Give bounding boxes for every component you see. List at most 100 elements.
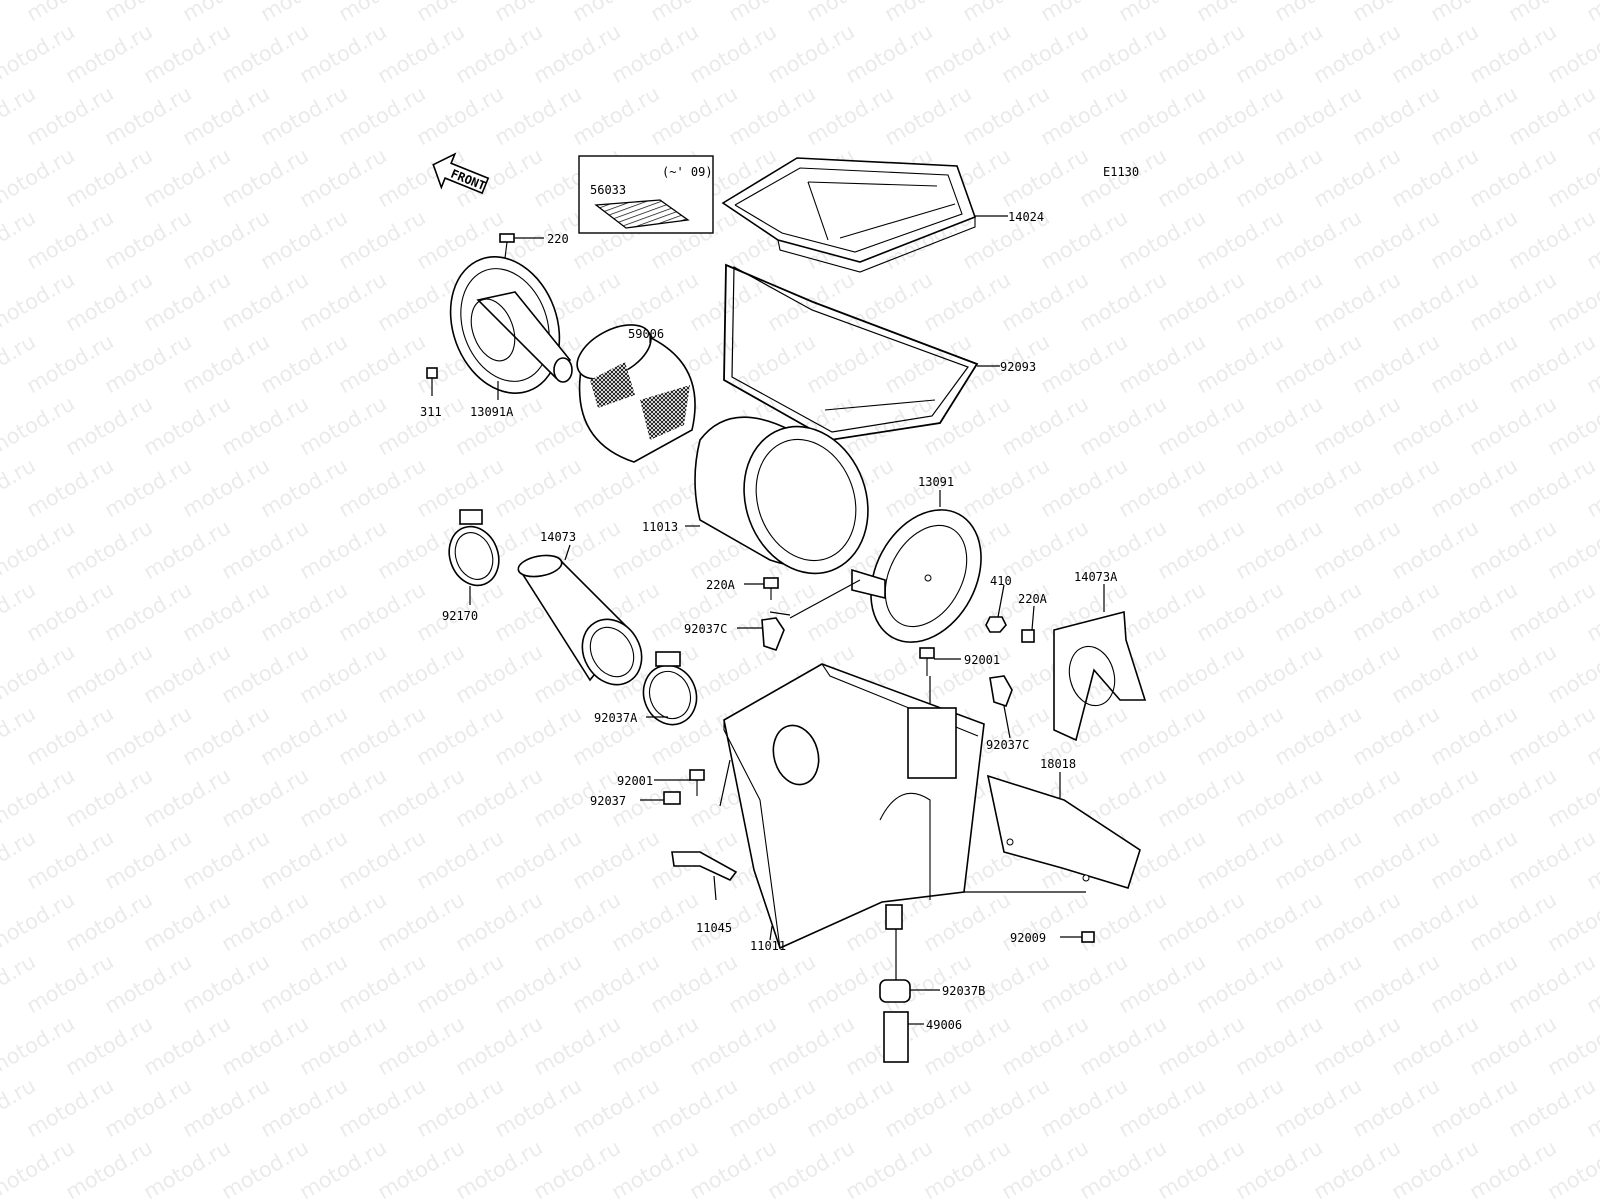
clamp-92037A xyxy=(642,651,698,726)
watermark-text: motod.ru xyxy=(607,1011,702,1080)
watermark-text: motod.ru xyxy=(997,19,1092,88)
label-92037B: 92037B xyxy=(942,984,985,998)
watermark-text: motod.ru xyxy=(61,19,156,88)
watermark-text: motod.ru xyxy=(1348,329,1443,398)
watermark-text: motod.ru xyxy=(100,701,195,770)
watermark-text: motod.ru xyxy=(1075,267,1170,336)
watermark-text: motod.ru xyxy=(1231,1011,1326,1080)
watermark-text: motod.ru xyxy=(100,81,195,150)
watermark-text: motod.ru xyxy=(256,1073,351,1142)
watermark-text: motod.ru xyxy=(139,1011,234,1080)
watermark-text: motod.ru xyxy=(841,19,936,88)
watermark-text: motod.ru xyxy=(61,763,156,832)
watermark-text: motod.ru xyxy=(178,329,273,398)
bolt-92009 xyxy=(1081,931,1095,943)
label-11045: 11045 xyxy=(696,921,732,935)
watermark-text: motod.ru xyxy=(139,515,234,584)
air-box-gasket xyxy=(723,263,979,441)
bolt-220A-left xyxy=(763,577,779,600)
label-11013: 11013 xyxy=(642,520,678,534)
watermark-text: motod.ru xyxy=(61,639,156,708)
watermark-text: motod.ru xyxy=(412,949,507,1018)
label-220: 220 xyxy=(547,232,569,246)
label-13091: 13091 xyxy=(918,475,954,489)
watermark-text: motod.ru xyxy=(1114,949,1209,1018)
bolt-220A-right xyxy=(1021,629,1035,643)
plug-311 xyxy=(426,367,438,379)
watermark-text: motod.ru xyxy=(178,205,273,274)
clamp-92170 xyxy=(448,509,500,587)
watermark-text: motod.ru xyxy=(178,1073,273,1142)
watermark-text: motod.ru xyxy=(685,1011,780,1080)
watermark-text: motod.ru xyxy=(217,1011,312,1080)
watermark-text: motod.ru xyxy=(568,453,663,522)
watermark-text: motod.ru xyxy=(295,639,390,708)
watermark-text: motod.ru xyxy=(178,825,273,894)
watermark-text: motod.ru xyxy=(1465,19,1560,88)
watermark-text: motod.ru xyxy=(1036,949,1131,1018)
watermark-text: motod.ru xyxy=(1348,701,1443,770)
watermark-text: motod.ru xyxy=(1426,329,1521,398)
clamp-92037B xyxy=(879,979,911,1003)
watermark-text: motod.ru xyxy=(256,577,351,646)
watermark-text: motod.ru xyxy=(334,1073,429,1142)
watermark-text: motod.ru xyxy=(61,391,156,460)
watermark-text: motod.ru xyxy=(1387,391,1482,460)
watermark-text: motod.ru xyxy=(1036,453,1131,522)
watermark-text: motod.ru xyxy=(1231,143,1326,212)
watermark-text: motod.ru xyxy=(1231,887,1326,956)
watermark-text: motod.ru xyxy=(217,763,312,832)
watermark-text: motod.ru xyxy=(1153,639,1248,708)
watermark-text: motod.ru xyxy=(412,701,507,770)
drain-hose-49006 xyxy=(883,1011,909,1063)
watermark-text: motod.ru xyxy=(373,1011,468,1080)
watermark-text: motod.ru xyxy=(958,81,1053,150)
watermark-text: motod.ru xyxy=(373,391,468,460)
watermark-text: motod.ru xyxy=(22,825,117,894)
label-14024: 14024 xyxy=(1008,210,1044,224)
watermark-text: motod.ru xyxy=(1036,329,1131,398)
watermark-text: motod.ru xyxy=(997,267,1092,336)
watermark-text: motod.ru xyxy=(295,143,390,212)
watermark-text: motod.ru xyxy=(1192,825,1287,894)
side-cover-right xyxy=(851,509,982,643)
watermark-text: motod.ru xyxy=(100,577,195,646)
watermark-text: motod.ru xyxy=(178,453,273,522)
clip-92037C-right xyxy=(989,675,1013,708)
watermark-text: motod.ru xyxy=(802,81,897,150)
watermark-text: motod.ru xyxy=(100,1073,195,1142)
label-14073A: 14073A xyxy=(1074,570,1118,584)
watermark-text: motod.ru xyxy=(1582,0,1600,26)
watermark-text: motod.ru xyxy=(295,887,390,956)
watermark-text: motod.ru xyxy=(1114,453,1209,522)
watermark-text: motod.ru xyxy=(1192,949,1287,1018)
watermark-text: motod.ru xyxy=(1504,1073,1599,1142)
watermark-text: motod.ru xyxy=(568,81,663,150)
pre-filter-sheet xyxy=(594,199,690,229)
watermark-text: motod.ru xyxy=(1036,81,1131,150)
watermark-text: motod.ru xyxy=(1114,1073,1209,1142)
watermark-text: motod.ru xyxy=(997,1011,1092,1080)
watermark-text: motod.ru xyxy=(295,515,390,584)
label-92037A: 92037A xyxy=(594,711,638,725)
label-11011: 11011 xyxy=(750,939,786,953)
watermark-text: motod.ru xyxy=(724,81,819,150)
watermark-text: motod.ru xyxy=(451,19,546,88)
watermark-text: motod.ru xyxy=(1153,267,1248,336)
watermark-text: motod.ru xyxy=(178,577,273,646)
watermark-text: motod.ru xyxy=(1309,639,1404,708)
watermark-text: motod.ru xyxy=(22,577,117,646)
watermark-text: motod.ru xyxy=(139,763,234,832)
watermark-text: motod.ru xyxy=(1348,577,1443,646)
watermark-text: motod.ru xyxy=(412,1073,507,1142)
watermark-text: motod.ru xyxy=(373,887,468,956)
watermark-text: motod.ru xyxy=(1231,763,1326,832)
watermark-text: motod.ru xyxy=(802,329,897,398)
label-311: 311 xyxy=(420,405,442,419)
watermark-text: motod.ru xyxy=(1504,701,1599,770)
watermark-text: motod.ru xyxy=(1309,391,1404,460)
watermark-text: motod.ru xyxy=(217,391,312,460)
watermark-text: motod.ru xyxy=(1426,577,1521,646)
watermark-text: motod.ru xyxy=(100,453,195,522)
watermark-text: motod.ru xyxy=(1465,391,1560,460)
